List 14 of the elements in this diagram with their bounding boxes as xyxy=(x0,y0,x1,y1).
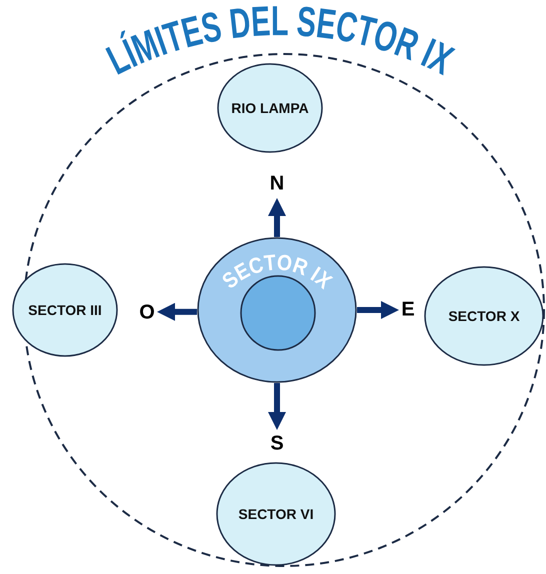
direction-arrow xyxy=(357,301,399,319)
direction-letter: E xyxy=(401,298,415,322)
sector-name: SECTOR VI xyxy=(237,506,315,522)
direction-arrow xyxy=(157,302,198,321)
sector-name: SECTOR IX xyxy=(217,250,338,295)
direction-letter: O xyxy=(139,302,155,324)
sector-name: SECTOR X xyxy=(447,308,521,324)
direction-arrow xyxy=(268,383,286,430)
sector-name: SECTOR III xyxy=(27,302,103,318)
direction-letter: N xyxy=(269,172,285,196)
sector-name: RIO LAMPA xyxy=(230,100,310,116)
direction-arrow xyxy=(268,198,286,237)
direction-letter: S xyxy=(270,432,284,456)
title-text: LÍMITES DEL SECTOR IX xyxy=(100,0,468,88)
